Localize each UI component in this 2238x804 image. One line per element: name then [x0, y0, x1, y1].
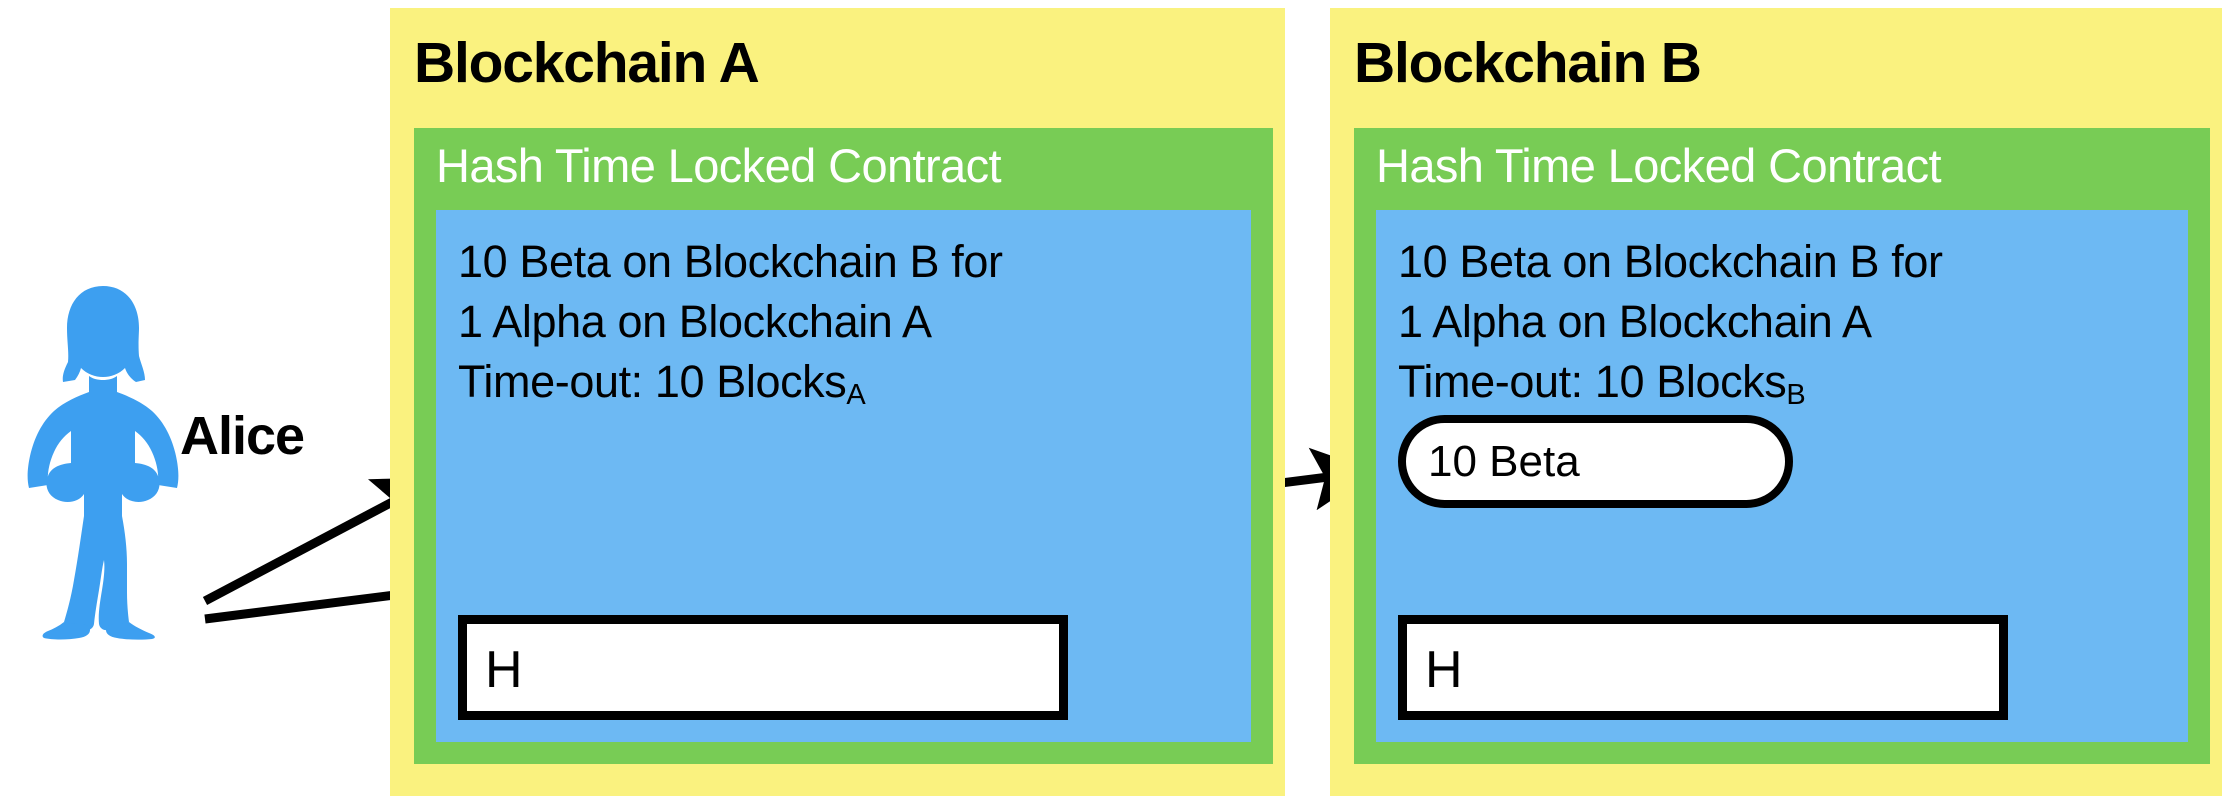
alice-avatar [18, 280, 188, 640]
person-silhouette-icon [27, 286, 179, 640]
hash-box-label: H [1425, 641, 1463, 699]
contract-term-text: Time-out: 10 Blocks [458, 356, 847, 407]
contract-term-subscript: B [1786, 379, 1806, 411]
blockchain-a-title: Blockchain A [414, 31, 760, 95]
contract-terms-a: 10 Beta on Blockchain B for 1 Alpha on B… [458, 232, 1241, 418]
contract-body-a: 10 Beta on Blockchain B for 1 Alpha on B… [436, 210, 1251, 742]
contract-term-line: Time-out: 10 BlocksB [1398, 352, 2178, 418]
contract-term-text: Time-out: 10 Blocks [1398, 356, 1787, 407]
contract-term-line: Time-out: 10 BlocksA [458, 352, 1241, 418]
htlc-title-a: Hash Time Locked Contract [436, 139, 1002, 192]
htlc-box-a: Hash Time Locked Contract 10 Beta on Blo… [414, 128, 1273, 764]
contract-term-text: 1 Alpha on Blockchain A [458, 296, 932, 347]
contract-term-text: 10 Beta on Blockchain B for [1398, 236, 1943, 287]
token-pill-b: 10 Beta [1398, 415, 1793, 508]
contract-term-subscript: A [846, 379, 866, 411]
htlc-box-b: Hash Time Locked Contract 10 Beta on Blo… [1354, 128, 2210, 764]
contract-term-text: 1 Alpha on Blockchain A [1398, 296, 1872, 347]
contract-terms-b: 10 Beta on Blockchain B for 1 Alpha on B… [1398, 232, 2178, 418]
contract-term-line: 10 Beta on Blockchain B for [1398, 232, 2178, 292]
blockchain-panel-b: Blockchain B Hash Time Locked Contract 1… [1330, 8, 2222, 796]
contract-body-b: 10 Beta on Blockchain B for 1 Alpha on B… [1376, 210, 2188, 742]
alice-label: Alice [180, 406, 305, 466]
htlc-title-b: Hash Time Locked Contract [1376, 139, 1942, 192]
hash-box-b: H [1398, 615, 2008, 720]
contract-term-line: 1 Alpha on Blockchain A [458, 292, 1241, 352]
contract-term-line: 1 Alpha on Blockchain A [1398, 292, 2178, 352]
blockchain-panel-a: Blockchain A Hash Time Locked Contract 1… [390, 8, 1285, 796]
contract-term-line: 10 Beta on Blockchain B for [458, 232, 1241, 292]
blockchain-b-title: Blockchain B [1354, 31, 1702, 95]
contract-term-text: 10 Beta on Blockchain B for [458, 236, 1003, 287]
hash-box-a: H [458, 615, 1068, 720]
hash-box-label: H [485, 641, 523, 699]
token-pill-label: 10 Beta [1428, 437, 1580, 486]
